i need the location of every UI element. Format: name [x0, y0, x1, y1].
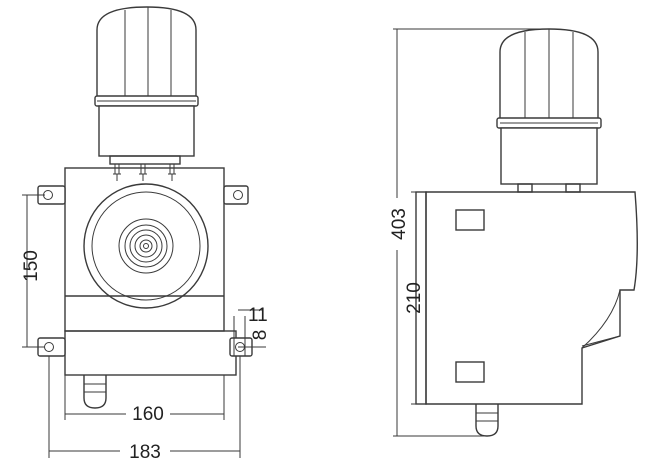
dim-403: 403 [389, 28, 549, 437]
dim-150: 150 [21, 194, 45, 348]
dim-8-label: 8 [250, 330, 271, 341]
front-beacon-dome [94, 6, 199, 157]
dim-210-label: 210 [404, 282, 425, 314]
front-view: 150 11 8 160 183 [21, 6, 271, 463]
dim-11-8: 11 8 [233, 305, 271, 356]
dim-403-label: 403 [389, 208, 410, 240]
dim-11-label: 11 [248, 305, 268, 326]
dim-210: 210 [404, 191, 426, 405]
side-connectors [517, 183, 581, 193]
side-view: 403 210 [389, 28, 638, 437]
dim-183-label: 183 [129, 442, 161, 463]
dim-160-label: 160 [132, 404, 164, 425]
front-speaker [83, 183, 209, 309]
dim-183: 183 [48, 356, 241, 463]
side-housing [415, 191, 638, 437]
front-housing [64, 167, 237, 409]
side-beacon-dome [496, 28, 602, 185]
dim-160: 160 [64, 375, 225, 425]
front-connectors [109, 155, 181, 181]
dim-150-label: 150 [21, 250, 42, 282]
